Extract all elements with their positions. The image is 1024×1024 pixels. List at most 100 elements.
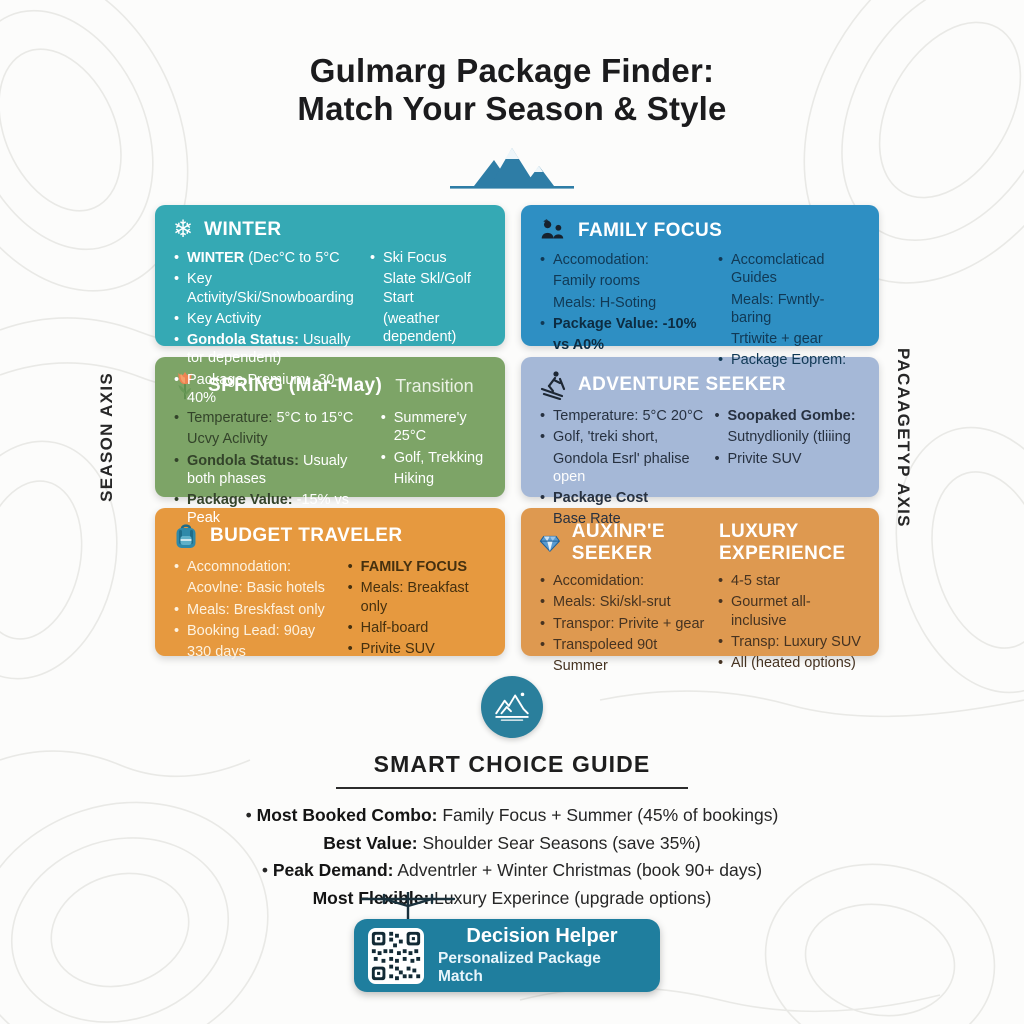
smart-choice-guide-section: SMART CHOICE GUIDE Most Booked Combo: Fa… — [0, 676, 1024, 913]
card-adventure-right-column: Soopaked Gombe: Sutnydlionily (tliiing P… — [713, 407, 863, 532]
decision-helper-text: Decision Helper Personalized Package Mat… — [438, 925, 646, 986]
card-adventure-seeker: ADVENTURE SEEKER Temperature: 5°C 20°C G… — [521, 357, 879, 527]
card-winter: ❄ WINTER WINTER (Dec°C to 5°C Key Activi… — [155, 205, 505, 406]
decision-helper-button[interactable]: Decision Helper Personalized Package Mat… — [354, 919, 660, 992]
card-line: Ucvy Aclivity — [187, 431, 268, 448]
card-line: Accomidation: — [539, 572, 707, 591]
card-subtitle: Transition — [395, 375, 474, 396]
card-line: Booking Lead: 90ay — [173, 622, 337, 641]
card-line: Summer — [553, 658, 608, 675]
card-line: Meals: Fwntly-baring — [730, 291, 825, 326]
card-line: Gondola Status: Usualy both phases — [173, 452, 370, 489]
card-spring-right-column: Summere'y 25°C Golf, Trekking Hiking — [380, 409, 489, 531]
card-line: Accomclaticad Guides — [717, 251, 863, 288]
card-budget-left-column: Accomnodation: Acovlne: Basic hotels Mea… — [173, 558, 337, 664]
card-line: vs A0% — [553, 337, 605, 354]
card-line: Transpoleed 90t — [539, 636, 707, 655]
card-line: Trtiwite + gear — [730, 331, 823, 348]
card-title-secondary: LUXURY EXPERIENCE — [718, 521, 846, 564]
card-winter-right-column: Ski Focus Slate Skl/Golf Start (weather … — [369, 249, 489, 410]
package-matrix: ❄ WINTER WINTER (Dec°C to 5°C Key Activi… — [155, 205, 879, 674]
card-line: Gondola Status: Usually tor dependent) — [173, 331, 359, 368]
card-line: Meals: H-Soting — [553, 294, 657, 311]
card-line: Meals: Breskfast only — [173, 601, 337, 620]
skier-icon — [540, 371, 566, 400]
card-line: Privite SUV — [713, 450, 863, 469]
qr-code — [368, 927, 424, 984]
guide-line: Best Value: Shoulder Sear Seasons (save … — [323, 832, 701, 853]
card-luxury-header: AUXINR'E SEEKER LUXURY EXPERIENCE — [539, 521, 863, 565]
card-title: ADVENTURE SEEKER — [578, 374, 787, 395]
card-family-focus: FAMILY FOCUS Accomodation: Family rooms … — [521, 205, 879, 370]
card-line: Meals: Breakfast only — [347, 579, 489, 616]
decision-helper-title: Decision Helper — [466, 925, 618, 947]
card-line: Hiking — [393, 470, 435, 487]
card-budget-right-column: FAMILY FOCUS Meals: Breakfast only Half-… — [347, 558, 489, 664]
card-budget-header: BUDGET TRAVELER — [173, 521, 489, 551]
card-line: Transpor: Privite + gear — [539, 615, 707, 634]
card-adventure-left-column: Temperature: 5°C 20°C Golf, 'treki short… — [539, 407, 703, 532]
card-line: 330 days — [187, 644, 246, 661]
card-line: FAMILY FOCUS — [347, 558, 489, 577]
diamond-icon — [539, 535, 560, 552]
card-line: Acovlne: Basic hotels — [187, 580, 325, 597]
card-line: Sutnydlionily (tliiing — [727, 429, 851, 446]
card-title: AUXINR'E SEEKER — [571, 521, 666, 564]
page-title-line1: Gulmarg Package Finder: — [309, 52, 715, 89]
card-line: WINTER (Dec°C to 5°C — [173, 249, 359, 268]
card-line: Golf, 'treki short, — [539, 428, 703, 447]
card-line: Family rooms — [553, 273, 641, 290]
card-line: Half-board — [347, 619, 489, 638]
card-winter-left-column: WINTER (Dec°C to 5°C Key Activity/Ski/Sn… — [173, 249, 359, 410]
gondola-cable-icon — [352, 890, 464, 927]
smart-choice-guide-title: SMART CHOICE GUIDE — [373, 751, 651, 777]
card-line: All (heated options) — [717, 654, 863, 673]
title-underline — [336, 787, 688, 789]
card-line: Slate Skl/Golf Start — [383, 271, 471, 306]
card-luxury-left-column: Accomidation: Meals: Ski/skl-srut Transp… — [539, 572, 707, 678]
card-line: Summere'y 25°C — [380, 409, 489, 446]
card-title: BUDGET TRAVELER — [210, 525, 403, 546]
mountain-badge-icon — [481, 676, 543, 738]
card-spring-left-column: Temperature: 5°C to 15°C Ucvy Aclivity G… — [173, 409, 370, 531]
decision-helper-subtitle: Personalized Package Match — [438, 950, 601, 985]
guide-line: Most Booked Combo: Family Focus + Summer… — [246, 802, 779, 830]
guide-line: Peak Demand: Adventrler + Winter Christm… — [246, 857, 779, 885]
card-line: Gourmet all-inclusive — [717, 593, 863, 630]
smart-choice-guide-lines: Most Booked Combo: Family Focus + Summer… — [246, 802, 779, 913]
page-title: Gulmarg Package Finder: Match Your Seaso… — [0, 52, 1024, 127]
card-line: 4-5 star — [717, 572, 863, 591]
card-line: Package Value: -15% vs Peak — [173, 491, 370, 528]
card-luxury-right-column: 4-5 star Gourmet all-inclusive Transp: L… — [717, 572, 863, 678]
family-icon — [541, 219, 564, 239]
card-line: Package Eoprem: — [717, 351, 863, 370]
season-axis-label: SEASON AXIS — [97, 372, 116, 502]
card-family-left-column: Accomodation: Family rooms Meals: H-Soti… — [539, 251, 707, 373]
page-title-line2: Match Your Season & Style — [297, 89, 727, 127]
card-line: Soopaked Gombe: — [713, 407, 863, 426]
mountain-icon — [442, 144, 582, 195]
card-line: Golf, Trekking — [380, 449, 489, 468]
package-axis-label: PACAAGETYP AXIS — [894, 348, 913, 528]
guide-line: Most Flexible: Luxury Experince (upgrade… — [312, 887, 712, 908]
card-line: Accomodation: — [539, 251, 707, 270]
snowflake-icon: ❄ — [173, 216, 194, 243]
card-line: Transp: Luxury SUV — [717, 633, 863, 652]
card-adventure-header: ADVENTURE SEEKER — [539, 370, 863, 400]
card-line: Package Value: -10% — [539, 315, 707, 334]
card-line: (weather dependent) — [383, 310, 457, 346]
card-family-header: FAMILY FOCUS — [539, 218, 863, 244]
card-line: Gondola Esrl' phalise open — [553, 450, 690, 485]
card-luxury-experience: AUXINR'E SEEKER LUXURY EXPERIENCE Accomi… — [521, 508, 879, 674]
backpack-icon — [176, 524, 196, 548]
card-line: Temperature: 5°C 20°C — [539, 407, 703, 426]
card-line: Accomnodation: — [173, 558, 337, 577]
card-line: Key Activity — [173, 310, 359, 329]
card-budget-traveler: BUDGET TRAVELER Accomnodation: Acovlne: … — [155, 508, 505, 660]
card-line: Privite SUV — [347, 640, 489, 659]
card-family-right-column: Accomclaticad Guides Meals: Fwntly-barin… — [717, 251, 863, 373]
card-winter-header: ❄ WINTER — [173, 218, 489, 242]
card-line: Ski Focus — [369, 249, 489, 268]
card-line: Meals: Ski/skl-srut — [539, 593, 707, 612]
